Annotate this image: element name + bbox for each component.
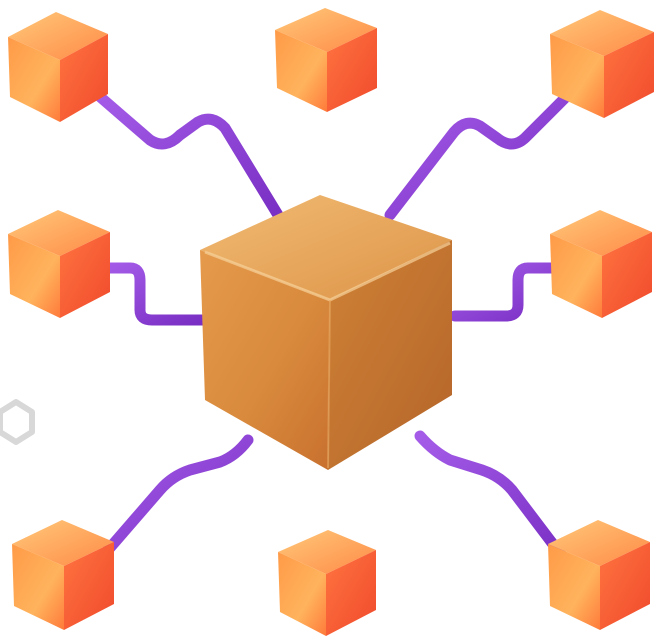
satellite-cube-middle-left — [8, 210, 110, 318]
satellite-cube-bottom-left — [12, 520, 114, 630]
connector-top-left — [92, 89, 284, 221]
connector-middle-right — [449, 262, 561, 322]
connector-middle-left — [94, 262, 211, 326]
hexagon-outline-icon — [0, 399, 35, 445]
connector-lines — [89, 89, 571, 571]
central-hub-cube — [200, 195, 452, 470]
hub-right-face — [328, 240, 452, 470]
satellite-cube-middle-right — [550, 210, 652, 318]
satellite-cube-bottom-center — [278, 530, 376, 636]
satellite-cube-bottom-right — [548, 520, 650, 630]
connector-bottom-right — [414, 430, 571, 566]
satellite-cube-top-center — [275, 8, 377, 112]
hub-left-face — [200, 250, 330, 470]
connector-top-right — [384, 92, 571, 221]
satellite-cube-top-left — [8, 12, 108, 122]
satellite-cube-top-right — [550, 10, 654, 118]
connector-bottom-left — [89, 434, 254, 571]
